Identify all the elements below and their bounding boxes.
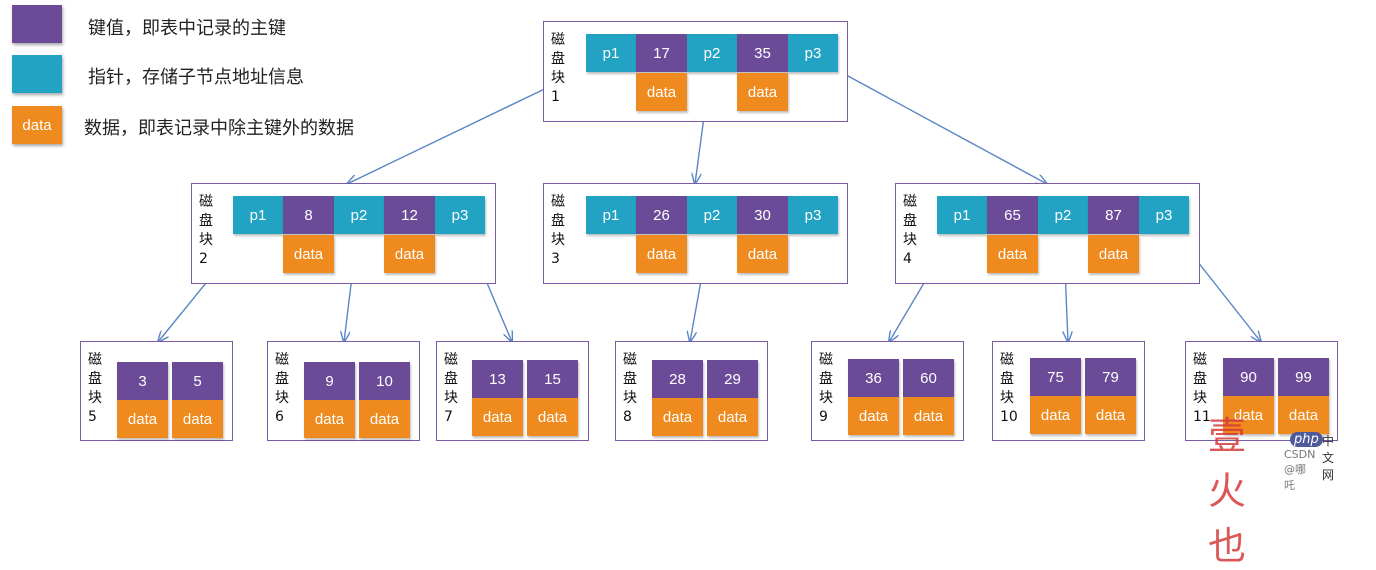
data-cell: data [359,400,410,438]
pointer-cell: p1 [586,34,636,72]
btree-diagram: 键值，即表中记录的主键 指针，存储子节点地址信息 data 数据，即表记录中除主… [12,5,1338,568]
pointer-cell: p2 [1038,196,1088,234]
disk-block-label: 磁 盘 块 8 [623,352,637,425]
key-cell: 79 [1085,358,1136,396]
data-cell: data [987,235,1038,273]
pointer-cell: p2 [687,196,737,234]
legend-data-text: 数据，即表记录中除主键外的数据 [84,118,354,139]
key-cell: 12 [384,196,435,234]
disk-block-label: 磁 盘 块 9 [819,352,833,425]
data-cell: data [1030,396,1081,434]
key-cell: 15 [527,360,578,398]
disk-block-label: 磁 盘 块 4 [903,194,917,267]
pointer-cell: p3 [435,196,485,234]
data-cell: data [903,397,954,435]
disk-block-label: 磁 盘 块 5 [88,352,102,425]
key-cell: 28 [652,360,703,398]
pointer-cell: p3 [788,196,838,234]
disk-block-label: 磁 盘 块 6 [275,352,289,425]
data-cell: data [707,398,758,436]
disk-block-label: 磁 盘 块 7 [444,352,458,425]
key-cell: 29 [707,360,758,398]
pointer-arrow [812,56,1047,184]
data-cell: data [384,235,435,273]
key-cell: 9 [304,362,355,400]
data-cell: data [848,397,899,435]
disk-block-label: 磁 盘 块 1 [551,32,565,105]
pointer-cell: p3 [1139,196,1189,234]
data-cell: data [172,400,223,438]
disk-block-label: 磁 盘 块 2 [199,194,213,267]
key-cell: 17 [636,34,687,72]
legend-pointer-swatch [12,55,62,93]
watermark-php-badge: php [1290,432,1323,447]
pointer-cell: p3 [788,34,838,72]
legend-key-text: 键值，即表中记录的主键 [88,18,286,39]
data-cell: data [283,235,334,273]
key-cell: 30 [737,196,788,234]
data-cell: data [1223,396,1274,434]
pointer-cell: p1 [586,196,636,234]
key-cell: 99 [1278,358,1329,396]
watermark-site-name: 中文网 [1322,434,1335,482]
data-cell: data [737,73,788,111]
data-cell: data [636,73,687,111]
disk-block-label: 磁 盘 块 10 [1000,352,1018,425]
key-cell: 26 [636,196,687,234]
watermark-logo: 壹火也 [1208,414,1249,568]
key-cell: 36 [848,359,899,397]
legend-pointer-text: 指针，存储子节点地址信息 [88,67,304,88]
data-cell: data [1085,396,1136,434]
pointer-cell: p1 [937,196,987,234]
legend-data-swatch: data [12,106,62,144]
key-cell: 87 [1088,196,1139,234]
data-cell: data [1088,235,1139,273]
key-cell: 3 [117,362,168,400]
data-cell: data [1278,396,1329,434]
legend-key-swatch [12,5,62,43]
data-cell: data [527,398,578,436]
data-cell: data [636,235,687,273]
key-cell: 75 [1030,358,1081,396]
key-cell: 10 [359,362,410,400]
data-cell: data [652,398,703,436]
disk-block-label: 磁 盘 块 11 [1193,352,1211,425]
key-cell: 90 [1223,358,1274,396]
data-cell: data [472,398,523,436]
key-cell: 13 [472,360,523,398]
pointer-cell: p2 [334,196,384,234]
key-cell: 8 [283,196,334,234]
disk-block-label: 磁 盘 块 3 [551,194,565,267]
data-cell: data [117,400,168,438]
key-cell: 35 [737,34,788,72]
pointer-cell: p1 [233,196,283,234]
key-cell: 60 [903,359,954,397]
key-cell: 5 [172,362,223,400]
pointer-cell: p2 [687,34,737,72]
data-cell: data [304,400,355,438]
key-cell: 65 [987,196,1038,234]
data-cell: data [737,235,788,273]
